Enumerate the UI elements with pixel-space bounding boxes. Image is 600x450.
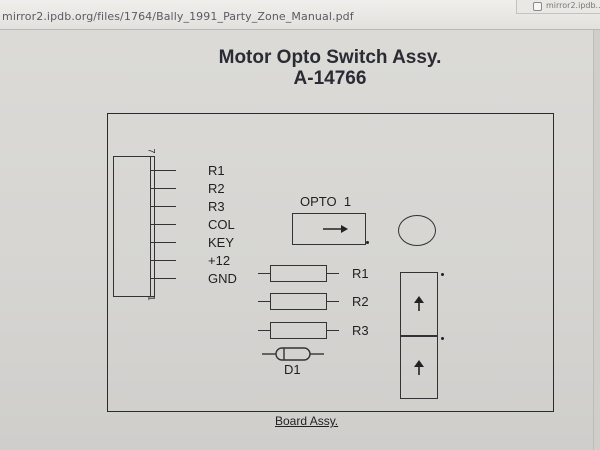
up-arrow-icon	[414, 296, 424, 311]
resistor-label: R2	[352, 294, 369, 309]
resistor-lead	[327, 330, 339, 331]
pin-label: R1	[208, 163, 225, 178]
pin-number-bottom: 1	[146, 295, 157, 301]
resistor-label: R1	[352, 266, 369, 281]
resistor-label: R3	[352, 323, 369, 338]
pin-label: COL	[208, 217, 235, 232]
resistor-r1	[270, 265, 327, 282]
vertical-scrollbar[interactable]	[593, 30, 600, 450]
resistor-r3	[270, 322, 327, 339]
pin-line-12v	[150, 260, 176, 261]
mounting-hole	[398, 215, 436, 246]
diode-d1	[262, 347, 324, 361]
opto-polarity-dot	[366, 241, 369, 244]
resistor-lead	[258, 330, 270, 331]
board-outline	[107, 113, 554, 412]
pin-number-top: 7	[146, 148, 157, 154]
url-text[interactable]: mirror2.ipdb.org/files/1764/Bally_1991_P…	[2, 10, 354, 23]
switch-lower-dot	[441, 337, 444, 340]
document-title: Motor Opto Switch Assy.	[218, 47, 442, 68]
pin-line-r3	[150, 206, 176, 207]
resistor-lead	[258, 273, 270, 274]
pin-line-gnd	[150, 278, 176, 279]
right-arrow-icon	[323, 225, 348, 233]
address-bar[interactable]: mirror2.ipdb.org/files/1764/Bally_1991_P…	[0, 0, 600, 30]
resistor-lead	[327, 273, 339, 274]
board-caption: Board Assy.	[275, 414, 339, 428]
pin-line-key	[150, 242, 176, 243]
switch-upper	[400, 272, 438, 336]
pin-label: R2	[208, 181, 225, 196]
opto-sensor	[292, 213, 366, 245]
pin-line-r2	[150, 188, 176, 189]
up-arrow-icon	[414, 360, 424, 375]
pin-label: R3	[208, 199, 225, 214]
pin-label: +12	[208, 253, 231, 268]
pin-label: GND	[208, 271, 237, 286]
switch-lower	[400, 336, 438, 399]
page-icon	[533, 2, 542, 11]
switch-upper-dot	[441, 273, 444, 276]
resistor-lead	[327, 301, 339, 302]
connector-divider	[150, 157, 151, 296]
tab-label: mirror2.ipdb...	[546, 1, 600, 10]
resistor-r2	[270, 293, 327, 310]
pin-line-r1	[150, 170, 176, 171]
pin-line-col	[150, 224, 176, 225]
resistor-lead	[258, 301, 270, 302]
pin-label: KEY	[208, 235, 235, 250]
diode-label: D1	[284, 362, 301, 377]
browser-tab[interactable]: mirror2.ipdb...	[516, 0, 600, 14]
opto-label: OPTO 1	[300, 194, 352, 209]
connector-block	[113, 156, 155, 297]
part-number: A-14766	[293, 68, 367, 89]
